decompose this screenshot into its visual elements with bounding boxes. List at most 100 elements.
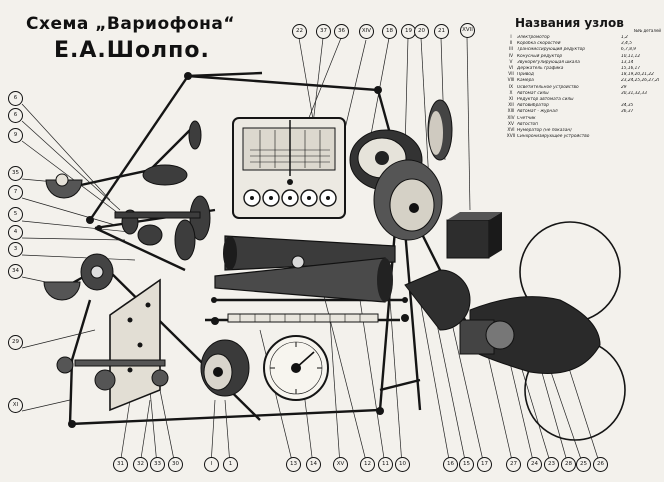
camera-reels	[459, 221, 626, 441]
legend-title: Названия узлов	[515, 16, 624, 30]
legend-row-number: IX	[508, 84, 514, 90]
legend-row-name: Трансмиссирующий редуктор	[517, 47, 585, 53]
part-callout: 22	[292, 24, 307, 39]
part-callout: 17	[477, 457, 492, 472]
legend-row-number: III	[509, 47, 513, 53]
drive-discs	[349, 99, 453, 241]
legend-row: II Коробка скоростей 3,4,5	[505, 41, 661, 47]
legend-row-parts: 1,2	[621, 35, 628, 40]
part-callout: 31	[113, 457, 128, 472]
legend-row-parts: 3,4,5	[621, 41, 632, 47]
part-callout: XIV	[359, 24, 374, 39]
legend-row-parts: 13,14	[621, 59, 634, 65]
legend-row-name: Камера	[517, 78, 534, 84]
legend-row-name: Звукорегулирующая шкала	[517, 59, 580, 65]
part-callout: 9	[8, 128, 23, 143]
graph-holder	[232, 117, 346, 219]
legend-row-name: Автовибратор	[517, 103, 549, 109]
part-callout: 6	[8, 91, 23, 106]
conical-reducer	[214, 235, 396, 303]
part-callout: 25	[576, 457, 591, 472]
legend-row-name: Автомат - журнал	[517, 109, 558, 115]
part-callout: 30	[168, 457, 183, 472]
counter-dial	[263, 335, 329, 401]
light-panel	[109, 278, 161, 412]
drum	[200, 339, 250, 397]
legend-row-name: Автомат силы	[517, 90, 549, 96]
part-callout: 11	[378, 457, 393, 472]
legend-row-number: VIII	[507, 78, 515, 84]
legend-row-number: VII	[508, 72, 514, 78]
legend-row-number: V	[509, 59, 513, 65]
legend-row-number: XIII	[507, 109, 515, 115]
legend-row: X Автомат силы 30,31,32,33	[505, 91, 661, 97]
title-line-2: Е.А.Шолпо.	[54, 38, 210, 63]
part-callout: 35	[8, 166, 23, 181]
title-line-1: Схема „Вариофона“	[26, 14, 236, 34]
legend-row-name: Держатель графика	[517, 66, 564, 72]
legend-row-name: Автостоп	[517, 121, 538, 127]
part-callout: 23	[544, 457, 559, 472]
part-callout: 5	[8, 207, 23, 222]
part-callout: 27	[506, 457, 521, 472]
legend-row-parts: 6,7,8,9	[621, 47, 637, 53]
legend-row-name: Конусный редуктор	[517, 53, 563, 59]
legend-row-number: VI	[508, 66, 514, 72]
legend-row-number: XI	[508, 97, 514, 103]
part-callout: 26	[593, 457, 608, 472]
part-callout: 12	[360, 457, 375, 472]
part-callout: 3	[8, 242, 23, 257]
part-callout: 36	[334, 24, 349, 39]
legend-row-parts: 34,35	[621, 103, 634, 109]
part-callout: 33	[150, 457, 165, 472]
legend-row-name: Редуктор автомата силы	[517, 97, 574, 103]
legend-row-name: Синхронизирующее устройство	[517, 134, 590, 140]
legend-row-parts: 30,31,32,33	[621, 90, 647, 96]
legend-row-name: Коробка скоростей	[517, 41, 561, 47]
part-callout: 4	[8, 225, 23, 240]
legend-row-number: XVI	[507, 128, 515, 134]
legend-row-parts: 29	[621, 84, 627, 90]
sector-disc	[404, 269, 471, 331]
part-callout: 1	[223, 457, 238, 472]
part-callout: 37	[316, 24, 331, 39]
legend-row-parts: 36,37	[621, 109, 634, 115]
legend-row-number: II	[509, 41, 513, 47]
legend-row-number: X	[509, 90, 513, 96]
force-automat	[56, 356, 169, 391]
part-callout: 7	[8, 185, 23, 200]
legend-row-parts: 23,24,25,26,27,28	[621, 78, 659, 84]
legend-row-number: XIV	[507, 115, 515, 121]
part-callout: 20	[414, 24, 429, 39]
part-callout: XVII	[460, 23, 475, 38]
part-callout: XV	[333, 457, 348, 472]
part-callout: 34	[8, 264, 23, 279]
legend-row-parts: 15,16,17	[621, 66, 641, 72]
part-callout: 21	[434, 24, 449, 39]
legend-row-name: Нумератор (не показан)	[517, 128, 572, 134]
legend-row-name: Счётчик	[517, 115, 536, 121]
part-callout: 13	[286, 457, 301, 472]
legend-row-name: Осветительное устройство	[517, 84, 579, 90]
legend-row-number: XII	[508, 103, 514, 109]
part-callout: 14	[306, 457, 321, 472]
legend-row-name: Привод	[517, 72, 534, 78]
sound-scale	[227, 313, 379, 323]
part-callout: 32	[133, 457, 148, 472]
legend-row-parts	[621, 134, 659, 140]
legend-row-number: XV	[508, 121, 514, 127]
legend-row-name: Электромотор	[517, 35, 550, 40]
